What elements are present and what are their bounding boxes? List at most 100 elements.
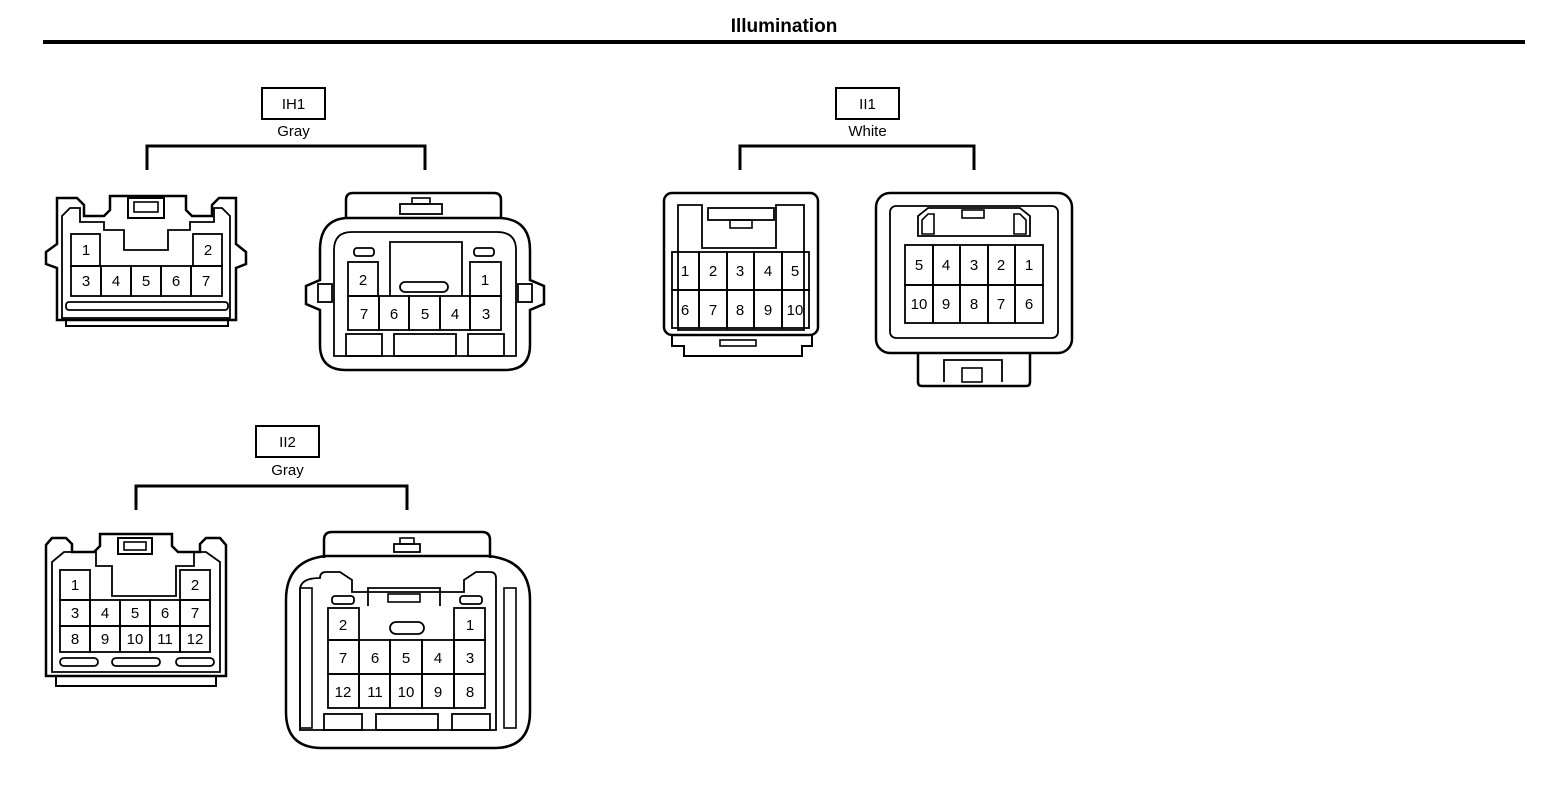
latch: [393, 543, 421, 553]
connector-ih1-view-a: 1 2 3 4 5 6 7: [44, 194, 248, 327]
bottom-rail: [175, 657, 215, 667]
pin-label: 10: [911, 296, 928, 313]
connector-ih1-code: IH1: [282, 96, 305, 113]
latch: [117, 537, 153, 555]
connector-ii2-code-box: [255, 425, 320, 458]
latch-tab: [729, 219, 753, 229]
housing-outline: [304, 216, 546, 372]
page-title: Illumination: [730, 16, 838, 37]
housing-top: [322, 530, 492, 558]
pin-grid: [347, 261, 502, 331]
pin-label: 4: [764, 263, 772, 280]
pin-label: 4: [112, 273, 120, 290]
bottom-foot: [55, 676, 217, 687]
pin-label: 5: [131, 605, 139, 622]
center-lock: [389, 241, 463, 296]
inner-frame-right: [503, 587, 517, 729]
pin-label: 6: [161, 605, 169, 622]
pin-label: 5: [142, 273, 150, 290]
pin-label: 2: [339, 617, 347, 634]
pin-label: 10: [787, 302, 804, 319]
pin-label: 7: [709, 302, 717, 319]
housing-outline: [874, 191, 1074, 355]
pin-label: 3: [466, 650, 474, 667]
latch-tab: [961, 209, 985, 219]
top-key-left: [921, 213, 935, 235]
pin-label: 3: [482, 306, 490, 323]
latch-tab: [411, 197, 431, 205]
latch-inner: [133, 201, 159, 213]
bottom-block: [393, 333, 457, 357]
bottom-foot: [65, 320, 229, 327]
pin-label: 11: [367, 684, 383, 701]
connector-ii2-bracket: [134, 484, 409, 510]
connector-ii1-view-a: 1 2 3 4 5 6 7 8 9 10: [662, 191, 820, 357]
bottom-rail: [65, 301, 229, 311]
pin-label: 6: [371, 650, 379, 667]
pin-label: 8: [466, 684, 474, 701]
connector-ih1: IH1 Gray 1 2 3 4: [44, 87, 546, 372]
pin-label: 3: [970, 257, 978, 274]
connector-ii2-view-a: 1 2 3 4 5 6 7 8 9 10 11 12: [44, 532, 228, 687]
pin-label: 10: [398, 684, 415, 701]
pin-label: 12: [187, 631, 204, 648]
pin-label: 9: [764, 302, 772, 319]
lock-lance-right: [459, 595, 483, 605]
pin-label: 1: [1025, 257, 1033, 274]
pin-label: 7: [202, 273, 210, 290]
connector-ii1-color: White: [848, 123, 886, 140]
connector-ii2: II2 Gray: [44, 425, 532, 750]
connector-ih1-view-b: 2 1 7 6 5 4 3: [304, 191, 546, 372]
latch: [707, 207, 775, 221]
pin-label: 7: [360, 306, 368, 323]
lock-lance-left: [331, 595, 355, 605]
bottom-blocks: [323, 713, 491, 731]
bottom-foot: [671, 335, 813, 357]
top-key: [917, 207, 1031, 237]
pin-label: 7: [339, 650, 347, 667]
pin-label: 10: [127, 631, 144, 648]
housing-inner: [61, 207, 231, 319]
housing-outline: [44, 532, 228, 678]
pin-label: 7: [997, 296, 1005, 313]
pin-label: 5: [402, 650, 410, 667]
housing-outline: [284, 554, 532, 750]
connector-ii1-code: II1: [859, 96, 876, 113]
connector-ih1-color: Gray: [277, 123, 310, 140]
pin-label: 4: [101, 605, 109, 622]
housing-inner: [889, 205, 1059, 339]
bottom-blocks: [345, 333, 505, 357]
latch-tab: [399, 537, 415, 545]
housing-top: [344, 191, 503, 218]
housing-inner: [299, 571, 497, 731]
pin-grid: [671, 251, 810, 329]
pin-label: 2: [709, 263, 717, 280]
connector-ii2-color: Gray: [271, 462, 304, 479]
bottom-rail: [111, 657, 161, 667]
pin-label: 6: [172, 273, 180, 290]
pin-label: 5: [791, 263, 799, 280]
pin-label: 12: [335, 684, 352, 701]
pin-grid: [59, 569, 211, 653]
pin-label: 1: [71, 577, 79, 594]
pin-label: 3: [82, 273, 90, 290]
connector-ih1-bracket: [145, 144, 427, 170]
title-rule: [43, 40, 1525, 44]
pin-cell: [1014, 284, 1044, 324]
center-lock-slot: [389, 621, 425, 635]
bottom-block: [345, 333, 383, 357]
guide-left: [317, 283, 333, 303]
pin-cell: [179, 625, 211, 653]
pin-label: 2: [359, 272, 367, 289]
connector-ih1-code-box: [261, 87, 326, 120]
pin-label: 9: [434, 684, 442, 701]
pin-label: 6: [681, 302, 689, 319]
pin-label: 5: [915, 257, 923, 274]
connector-ii1-bracket: [738, 144, 976, 170]
housing-inner: [333, 231, 517, 357]
pin-cell: [781, 289, 810, 329]
connector-ii1-code-box: [835, 87, 900, 120]
pin-label: 11: [157, 631, 173, 648]
bottom-rail: [59, 657, 99, 667]
